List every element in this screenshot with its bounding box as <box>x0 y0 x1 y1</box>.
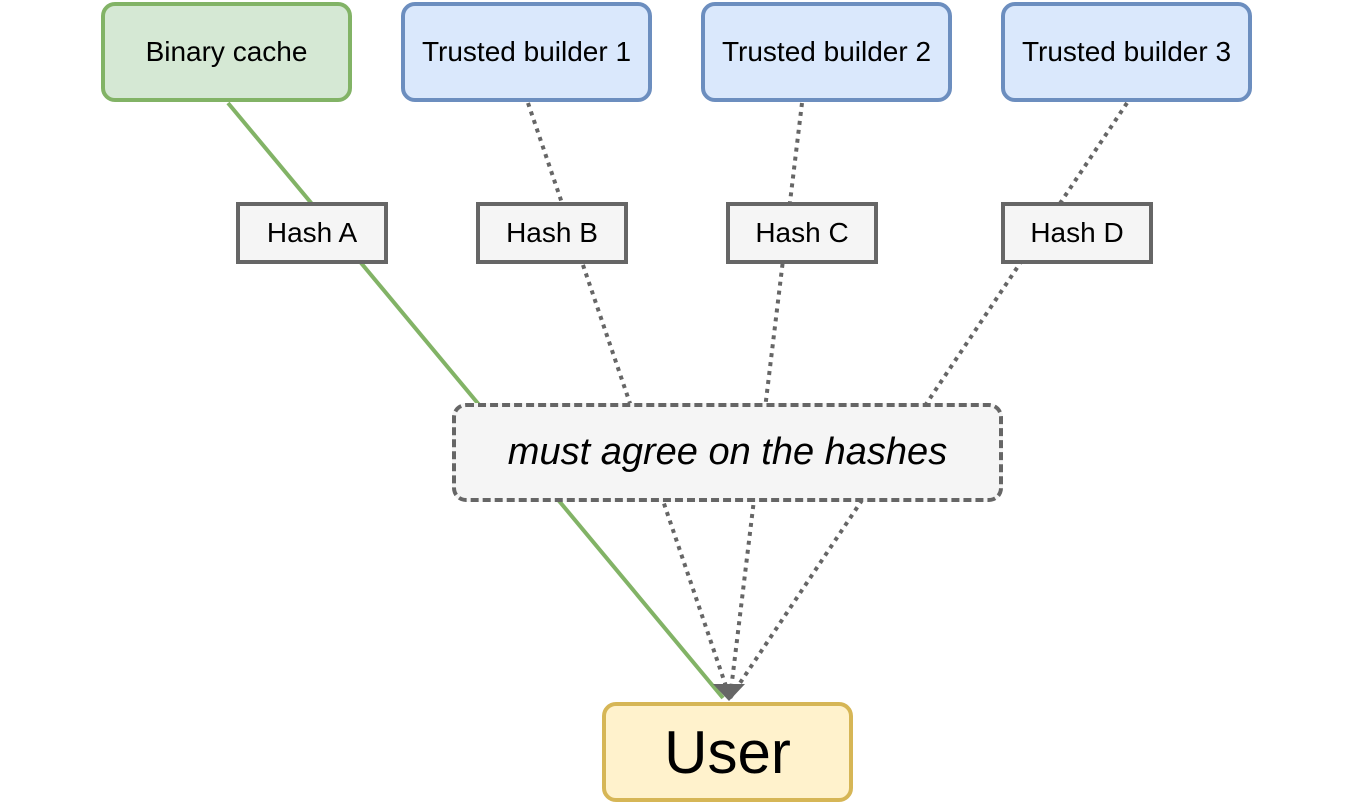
connector-builder-1-to-user <box>526 102 732 699</box>
consensus-box: must agree on the hashes <box>452 403 1003 502</box>
connector-builder-2-to-user <box>728 102 804 699</box>
binary-cache-label: Binary cache <box>145 36 308 67</box>
hash-a-text: Hash A <box>266 217 358 248</box>
trusted-builder-2-label: Trusted builder 2 <box>721 36 932 67</box>
arrowhead-icon <box>713 684 745 701</box>
trusted-builder-1-label: Trusted builder 1 <box>421 36 632 67</box>
hash-a-label: Hash A <box>236 202 388 264</box>
hash-c-text: Hash C <box>755 217 849 248</box>
trusted-builder-3-label: Trusted builder 3 <box>1021 36 1232 67</box>
user-node: User <box>602 702 853 802</box>
binary-cache-node: Binary cache <box>101 2 352 102</box>
trusted-builder-1-node: Trusted builder 1 <box>401 2 652 102</box>
consensus-label: must agree on the hashes <box>507 431 948 473</box>
hash-d-text: Hash D <box>1030 217 1124 248</box>
trusted-builder-3-node: Trusted builder 3 <box>1001 2 1252 102</box>
hash-b-text: Hash B <box>506 217 598 248</box>
user-label: User <box>664 718 791 786</box>
hash-c-label: Hash C <box>726 202 878 264</box>
connector-binary-cache-to-user <box>226 101 725 700</box>
hash-b-label: Hash B <box>476 202 628 264</box>
hash-d-label: Hash D <box>1001 202 1153 264</box>
trusted-builder-2-node: Trusted builder 2 <box>701 2 952 102</box>
